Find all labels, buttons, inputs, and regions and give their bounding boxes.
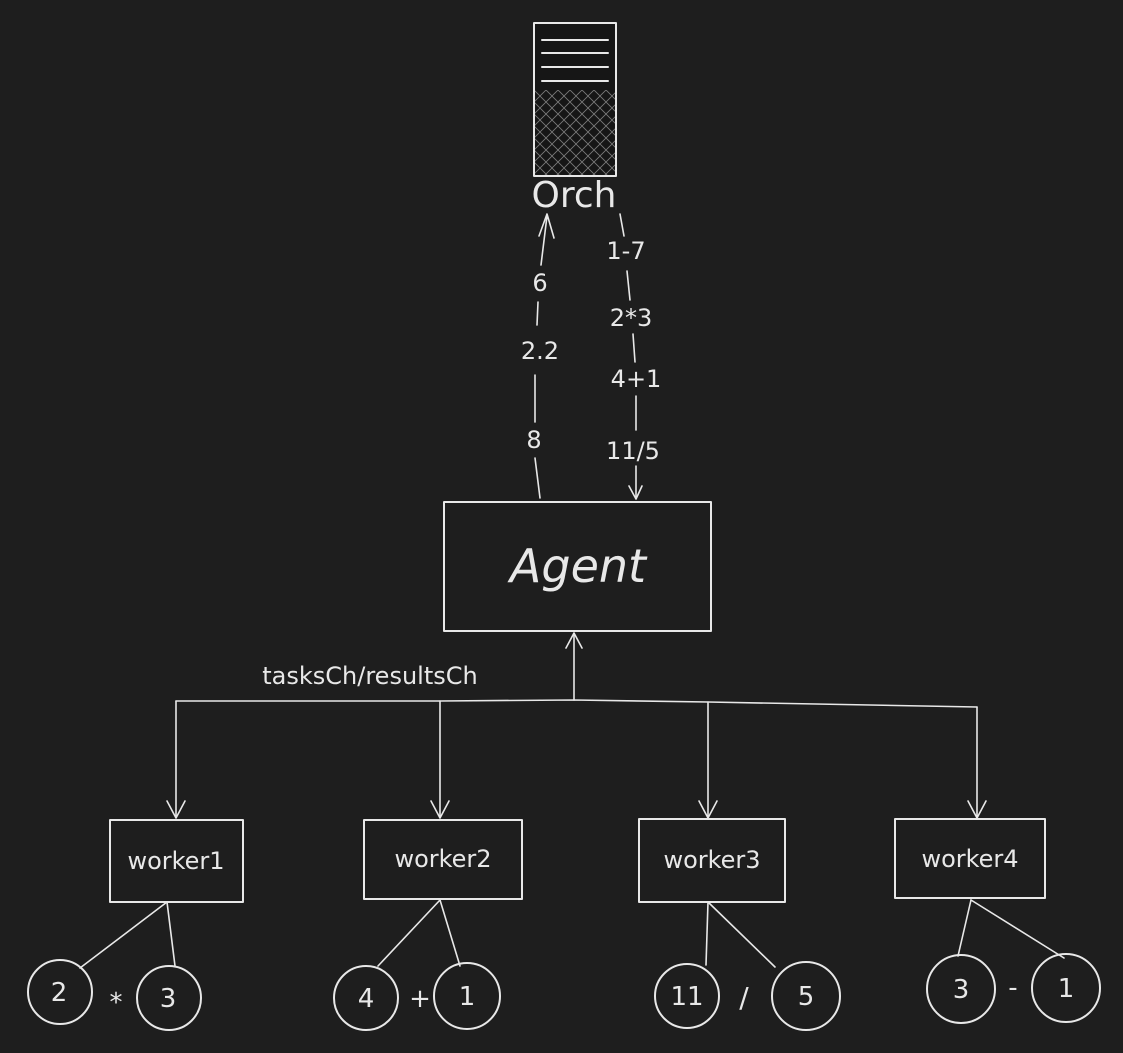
server-label: Orch [532,175,617,216]
operand-circle [27,959,93,1025]
operand-value: 1 [1058,974,1075,1004]
worker-box [638,818,786,903]
worker-box [363,819,523,900]
operand-circle [926,954,996,1024]
operator-symbol: + [409,984,431,1014]
agent-box [443,501,712,632]
operand-circle [333,965,399,1031]
worker-box [894,818,1046,899]
operand-circle [654,963,720,1029]
operand-circle [433,962,501,1030]
operand-value: 2 [51,978,68,1008]
bus-branch [698,701,718,819]
bus-arrow [565,632,583,701]
downstream-value: 1-7 [606,237,645,265]
operand-connector [957,899,1065,959]
operand-value: 3 [160,984,177,1014]
operand-connector [705,901,776,968]
downstream-value: 11/5 [606,437,660,465]
agent-label: Agent [507,539,648,593]
operator-symbol: / [739,981,749,1014]
upstream-arrow [534,213,555,499]
bus-branch [166,700,186,819]
operator-symbol: * [110,988,123,1018]
operand-value: 11 [670,982,703,1012]
upstream-value: 8 [526,426,541,454]
operand-connector [377,899,461,967]
bus-label: tasksCh/resultsCh [262,662,477,690]
operand-circle [1031,953,1101,1023]
operand-value: 4 [358,984,375,1014]
operand-value: 5 [798,982,815,1012]
worker-label: worker2 [394,845,491,873]
server-icon [533,22,617,177]
bus-branch [430,700,450,819]
downstream-value: 4+1 [611,365,662,393]
operand-value: 3 [953,975,970,1005]
operand-circle [771,961,841,1031]
downstream-value: 2*3 [610,304,653,332]
worker-label: worker3 [663,846,760,874]
upstream-value: 6 [532,269,547,297]
worker-label: worker4 [921,845,1018,873]
operator-symbol: - [1008,973,1017,1003]
operand-connector [79,901,176,969]
worker-box [109,819,244,903]
bus-line [175,699,978,708]
worker-label: worker1 [127,847,224,875]
upstream-value: 2.2 [521,337,559,365]
operand-circle [136,965,202,1031]
downstream-arrow [619,213,643,500]
bus-branch [967,706,987,819]
operand-value: 1 [459,982,476,1012]
